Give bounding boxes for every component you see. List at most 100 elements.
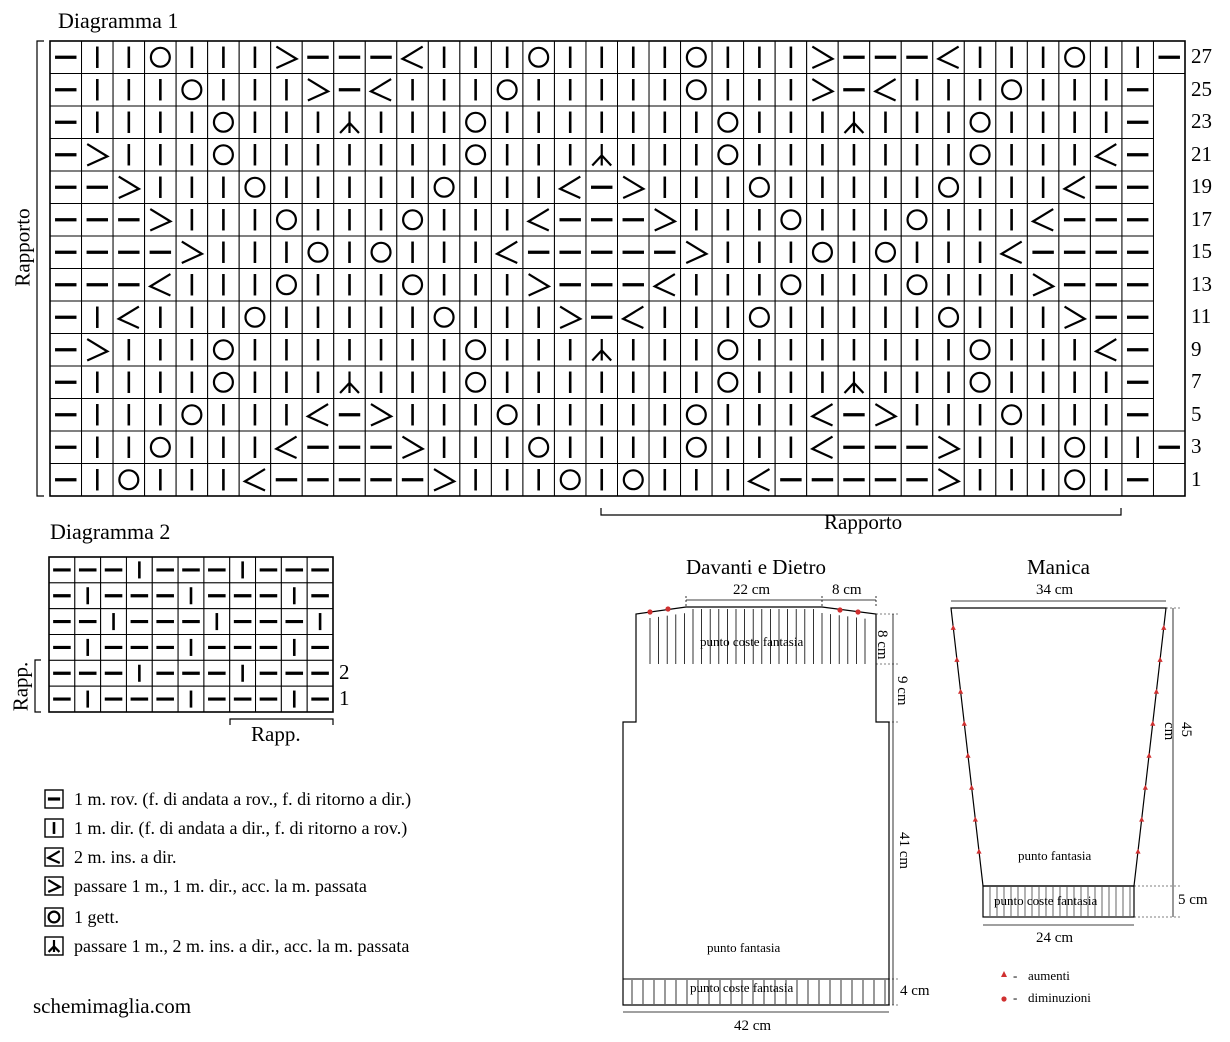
- sk2po-icon: [44, 936, 64, 956]
- chart-cell: [333, 300, 366, 334]
- chart-cell: [175, 235, 209, 269]
- k2tog-symbol: [620, 305, 644, 329]
- yarn-over-symbol: [402, 274, 424, 296]
- skpo-symbol: [528, 273, 552, 297]
- k2tog-symbol: [652, 273, 676, 297]
- increase-mark: [954, 656, 960, 662]
- increase-mark: [1150, 720, 1156, 726]
- knit-icon: [44, 818, 64, 838]
- chart-cell: [680, 40, 713, 74]
- increase-legend-icon: [1001, 971, 1007, 977]
- sk2po-symbol: [339, 111, 360, 134]
- chart-cell: [806, 398, 839, 432]
- yarn-over-symbol: [149, 46, 171, 68]
- chart-cell: [112, 300, 146, 334]
- chart-cell: [175, 333, 209, 367]
- chart-cell: [963, 138, 997, 172]
- chart-cell: [270, 203, 303, 237]
- diagram1-row-number: 21: [1191, 141, 1212, 166]
- k2tog-symbol: [116, 305, 140, 329]
- k2tog-symbol: [147, 273, 172, 297]
- chart-cell: [680, 73, 713, 107]
- chart-cell: [175, 365, 209, 399]
- chart-cell: [963, 365, 997, 399]
- legend-text: passare 1 m., 2 m. ins. a dir., acc. la …: [74, 935, 410, 956]
- diagram1-row-number: 13: [1191, 271, 1212, 296]
- chart-cell: [427, 463, 461, 497]
- front-back-outline: [622, 606, 890, 1006]
- chart-cell: [270, 268, 303, 302]
- k2tog-symbol: [809, 435, 834, 459]
- chart-cell: [711, 138, 745, 172]
- increase-mark: [976, 848, 982, 854]
- yarn-over-symbol: [118, 469, 140, 491]
- k2tog-symbol: [999, 240, 1023, 264]
- yarn-over-symbol: [496, 404, 518, 426]
- yarn-over-symbol: [528, 46, 550, 68]
- yarn-over-symbol: [748, 306, 770, 328]
- yarn-over-symbol: [47, 910, 61, 924]
- chart-border: [49, 40, 1186, 497]
- chart-cell: [522, 203, 555, 237]
- legend-row: 1 m. rov. (f. di andata a rov., f. di ri…: [44, 788, 411, 810]
- yarn-over-symbol: [1064, 469, 1086, 491]
- diagram1-row-number: 9: [1191, 336, 1202, 361]
- chart-cell: [459, 138, 492, 172]
- legend-text: 2 m. ins. a dir.: [74, 846, 177, 867]
- front-back-schematic: [622, 596, 900, 1013]
- increase-mark: [1146, 752, 1152, 758]
- yarn-over-symbol: [149, 436, 171, 458]
- yarn-over-symbol: [969, 339, 991, 361]
- sk2po-symbol: [591, 339, 612, 362]
- chart-cell: [207, 365, 240, 399]
- skpo-symbol: [1063, 305, 1088, 329]
- chart-cell: [203, 608, 231, 636]
- skpo-symbol: [1032, 273, 1056, 297]
- yarn-over-symbol: [1001, 404, 1023, 426]
- diagram1-title: Diagramma 1: [58, 8, 179, 33]
- yarn-over-symbol: [811, 241, 833, 263]
- yarn-over-symbol: [244, 306, 266, 328]
- decrease-mark: [837, 607, 843, 613]
- chart-cell: [869, 235, 902, 269]
- chart-cell: [207, 235, 240, 269]
- k2tog-symbol: [873, 78, 897, 102]
- increase-mark: [950, 624, 956, 630]
- chart-cell: [963, 430, 997, 464]
- sleeve-body-label: punto fantasia: [1018, 848, 1092, 863]
- chart-cell: [364, 170, 398, 204]
- purl-icon: [44, 789, 64, 809]
- chart-cell: [81, 333, 114, 367]
- yarn-over-symbol: [1001, 79, 1023, 101]
- diagram2-bottom-bracket: [229, 718, 334, 725]
- skpo-symbol: [86, 338, 110, 362]
- chart-cell: [711, 365, 745, 399]
- skpo-symbol: [937, 468, 961, 492]
- increase-mark: [1157, 656, 1163, 662]
- diagram1-rapporto-bottom-label: Rapporto: [824, 510, 903, 534]
- chart-cell: [144, 268, 177, 302]
- chart-cell: [900, 203, 934, 237]
- chart-cell: [743, 365, 776, 399]
- chart-cell: [396, 40, 429, 74]
- chart-cell: [806, 235, 839, 269]
- chart-cell: [995, 73, 1028, 107]
- skpo-symbol: [874, 403, 898, 427]
- yarn-over-symbol: [685, 436, 707, 458]
- legend-text: passare 1 m., 1 m. dir., acc. la m. pass…: [74, 875, 367, 896]
- chart-cell: [396, 203, 429, 237]
- diagram1-left-bracket: [36, 40, 44, 497]
- yarn-over-symbol: [402, 209, 424, 231]
- chart-cell: [459, 333, 492, 367]
- k2tog-symbol: [1030, 208, 1054, 232]
- yarn-over-symbol: [969, 111, 991, 133]
- yarn-over-symbol: [465, 339, 487, 361]
- chart-cell: [806, 430, 839, 464]
- yarn-over-symbol: [685, 79, 707, 101]
- chart-cell: [995, 170, 1028, 204]
- chart-cell: [207, 105, 240, 139]
- k2tog-icon: [44, 847, 64, 867]
- chart-cell: [932, 40, 965, 74]
- legend-row: 1 gett.: [44, 906, 119, 928]
- chart-cell: [1058, 170, 1091, 204]
